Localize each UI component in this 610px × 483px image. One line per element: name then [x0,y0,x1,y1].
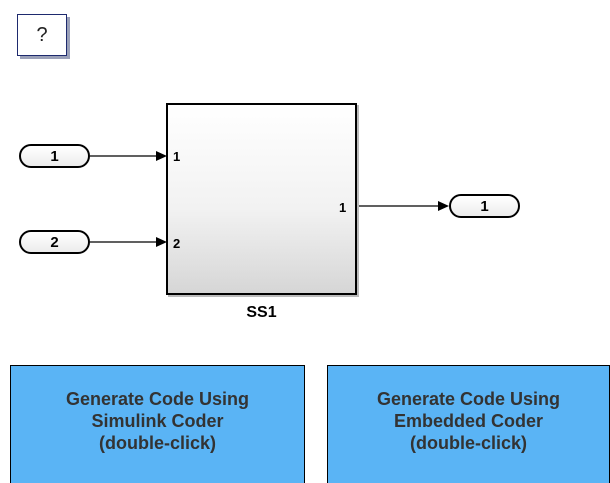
subsystem-input-port-1-label: 1 [173,149,181,164]
subsystem-input-port-2-label: 2 [173,236,181,251]
simulink-coder-line-1: Generate Code Using [65,389,250,409]
inport-1[interactable]: 1 [19,144,90,168]
help-block[interactable]: ? [17,14,67,56]
embedded-coder-line-1: Generate Code Using [376,389,561,409]
subsystem-name: SS1 [246,304,277,321]
embedded-coder-line-3: (double-click) [409,433,527,453]
simulink-coder-line-2: Simulink Coder [91,411,224,431]
embedded-coder-line-2: Embedded Coder [393,411,544,431]
arrowhead-in1 [156,151,167,161]
subsystem-ss1[interactable] [166,103,357,295]
help-question-mark: ? [36,23,48,46]
inport-2[interactable]: 2 [19,230,90,254]
inport-1-label: 1 [50,147,59,165]
outport-1[interactable]: 1 [449,194,520,218]
inport-2-label: 2 [50,233,59,251]
arrowhead-out1 [438,201,449,211]
simulink-coder-line-3: (double-click) [98,433,216,453]
outport-1-label: 1 [480,197,489,215]
arrowhead-in2 [156,237,167,247]
generate-simulink-coder-button[interactable]: Generate Code Using Simulink Coder (doub… [10,365,305,483]
subsystem-output-port-1-label: 1 [339,200,347,215]
generate-embedded-coder-button[interactable]: Generate Code Using Embedded Coder (doub… [327,365,610,483]
